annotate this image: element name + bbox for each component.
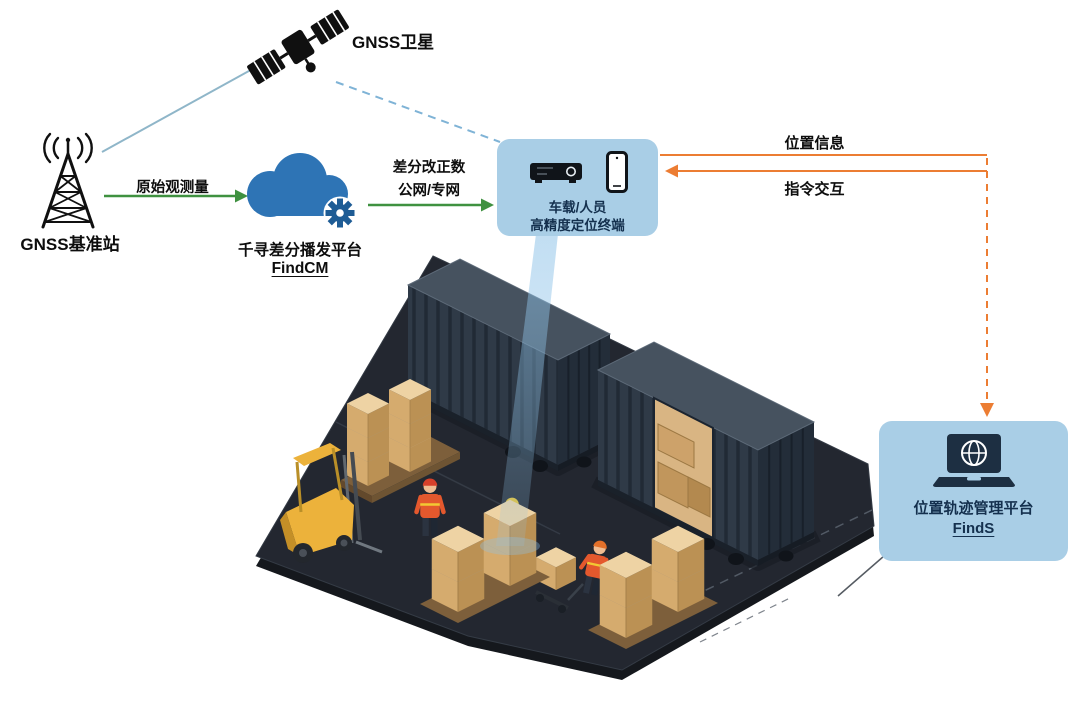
pallet-stack-right [588,525,718,649]
arrow-command-interaction [665,164,987,178]
positioning-beam [496,234,558,546]
cloud-platform-label: 千寻差分播发平台 [237,242,362,259]
gnss-satellite-icon [247,9,349,85]
arrow-raw-observation [104,189,248,203]
management-platform-callout: 位置轨迹管理平台 FindS [879,421,1068,561]
network-label: 公网/专网 [397,183,461,199]
satellite-label: GNSS卫星 [352,33,435,52]
diff-correction-label: 差分改正数 [392,160,466,176]
container-right [591,341,821,571]
position-info-label: 位置信息 [784,135,845,152]
worker-1 [414,478,446,536]
terminal-label-line2: 高精度定位终端 [530,218,625,234]
gear-icon [325,198,355,228]
cloud-platform-icon [247,153,357,230]
management-platform-product: FindS [952,520,995,538]
gnss-base-station-icon [41,132,95,229]
container-left [401,258,617,476]
arrow-position-info [660,154,994,417]
link-satellite-terminal-dashed [335,81,501,143]
finds-leader-line [837,555,885,597]
raw-observation-label: 原始观测量 [136,180,209,196]
pallet-stack-center [420,499,550,623]
management-platform-label: 位置轨迹管理平台 [913,500,1034,517]
link-satellite-basestation [101,65,259,153]
arrow-diff-correction [368,198,494,212]
pallet-jack [535,546,584,613]
terminal-callout: 车载/人员 高精度定位终端 [497,139,658,236]
command-interaction-label: 指令交互 [784,181,845,198]
container-door-opening [653,396,714,540]
vehicle-terminal-icon [529,163,582,183]
laptop-globe-icon [932,434,1015,487]
forklift [280,443,383,563]
base-station-label: GNSS基准站 [20,235,120,254]
cloud-platform-product: FindCM [271,260,329,277]
beam-glow [480,537,540,555]
floor-dashed-marking-2 [699,597,791,643]
terminal-label-line1: 车载/人员 [548,200,607,215]
smartphone-icon [605,151,628,193]
